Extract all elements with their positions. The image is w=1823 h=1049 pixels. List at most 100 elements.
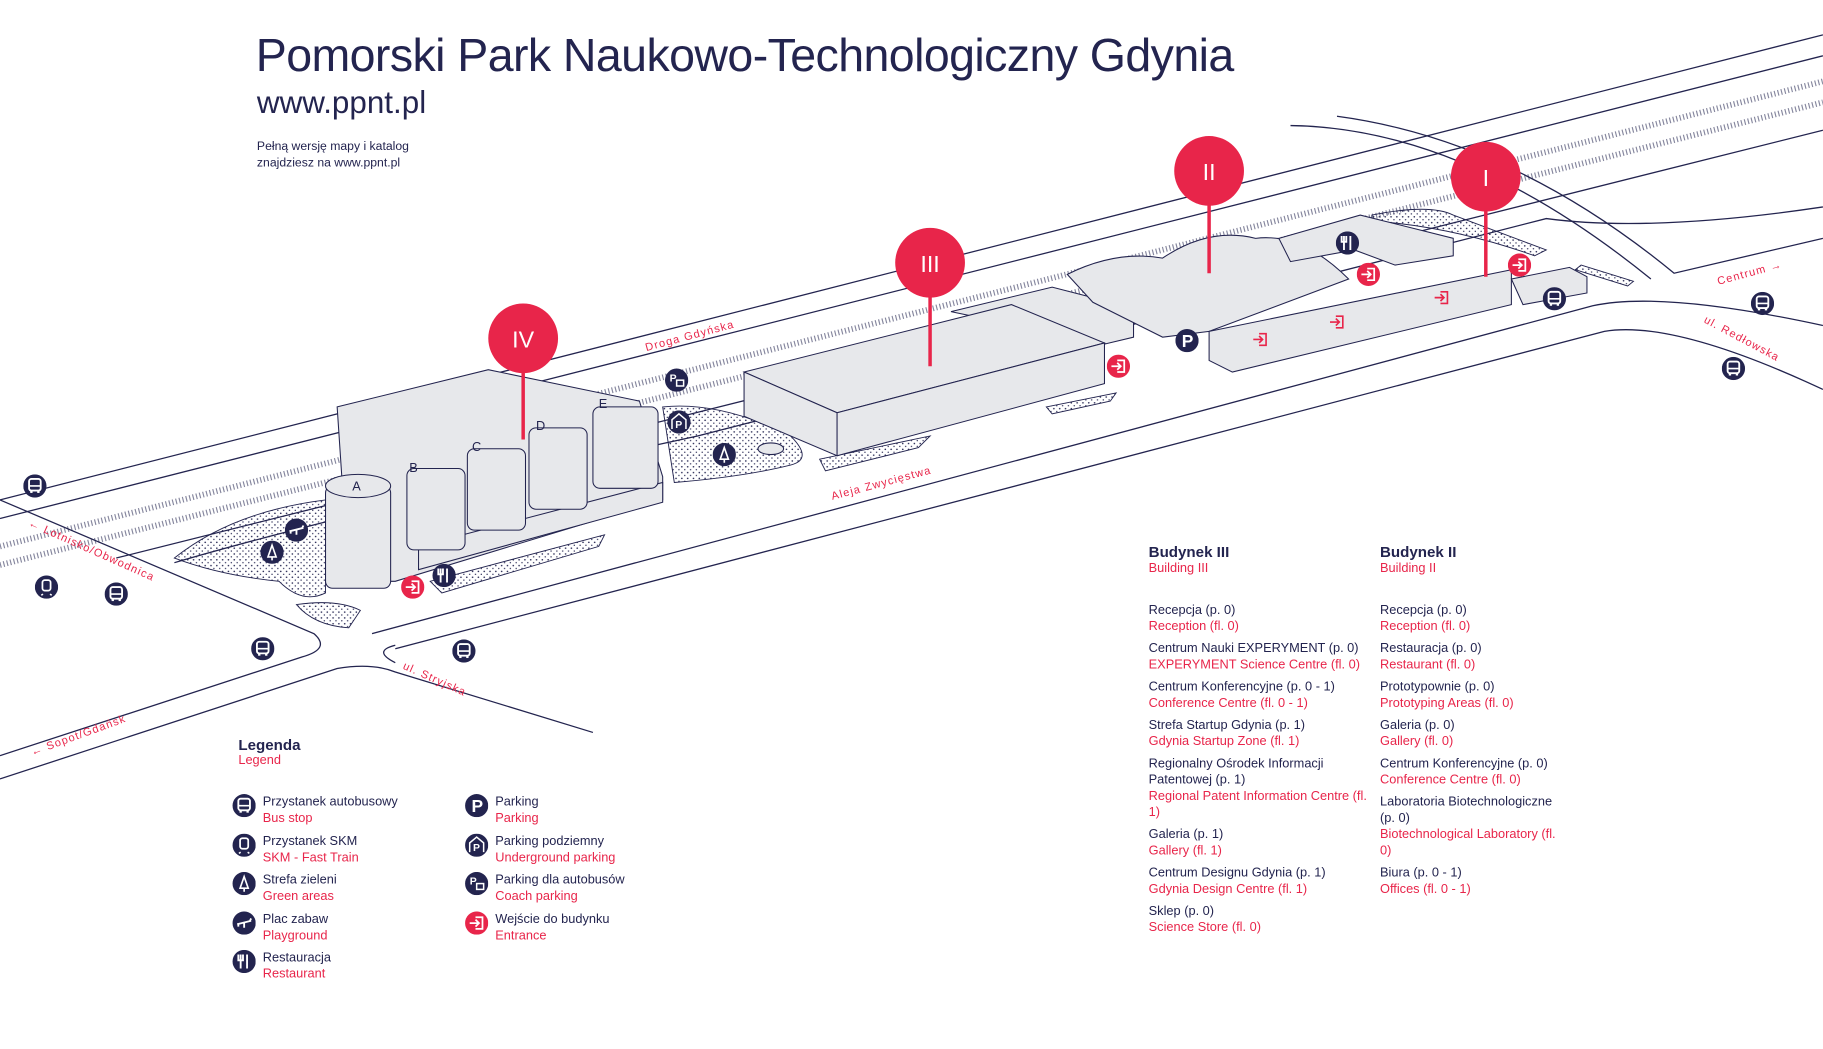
skm-train-icon (232, 833, 256, 857)
bus-stop-icon[interactable] (1721, 356, 1746, 381)
building-iii (742, 286, 1135, 457)
svg-text:III: III (920, 251, 939, 277)
entry-label-pl: Recepcja (p. 0) (1148, 603, 1236, 618)
entry-label-en: Gdynia Design Centre (fl. 1) (1148, 882, 1308, 897)
website-url[interactable]: www.ppnt.pl (256, 84, 427, 120)
svg-text:← Lotnisko/Obwodnica: ← Lotnisko/Obwodnica (27, 517, 157, 584)
restaurant-icon (232, 949, 256, 974)
bus-stop-icon[interactable] (1750, 291, 1775, 316)
entry-label-pl: Centrum Designu Gdynia (p. 1) (1148, 866, 1326, 881)
bus-stop-icon (232, 794, 256, 818)
tree-icon (232, 871, 256, 896)
restaurant-icon[interactable] (1335, 231, 1360, 255)
tree-icon[interactable] (260, 540, 284, 564)
entry-label-en: Gallery (fl. 0) (1380, 734, 1454, 749)
building-iii-directory: Budynek III Building III Recepcja (p. 0)… (1149, 543, 1370, 942)
entry-label-en: Conference Centre (fl. 0 - 1) (1148, 696, 1308, 711)
underground-parking-icon[interactable] (667, 410, 691, 434)
coach-parking-icon (465, 871, 489, 896)
legend-label-pl: Parking podziemny (495, 834, 605, 849)
directory-entry: Laboratoria Biotechnologiczne (p. 0)Biot… (1380, 794, 1566, 859)
directory-entry: Strefa Startup Gdynia (p. 1)Gdynia Start… (1149, 717, 1370, 750)
directory-entry: Biura (p. 0 - 1)Offices (fl. 0 - 1) (1380, 865, 1566, 898)
svg-text:I: I (1483, 165, 1489, 191)
directory-entry: Centrum Nauki EXPERYMENT (p. 0)EXPERYMEN… (1149, 641, 1370, 674)
legend-label-pl: Parking dla autobusów (495, 873, 625, 888)
playground-icon[interactable] (284, 518, 309, 542)
restaurant-icon[interactable] (432, 563, 456, 588)
svg-text:ul. Stryjska: ul. Stryjska (401, 660, 468, 699)
directory-entry: Centrum Konferencyjne (p. 0 - 1)Conferen… (1149, 679, 1370, 712)
directory-entry: Restauracja (p. 0)Restaurant (fl. 0) (1380, 641, 1566, 674)
entry-label-pl: Recepcja (p. 0) (1380, 603, 1467, 618)
legend-label-pl: Restauracja (262, 951, 331, 965)
parking-icon[interactable] (1175, 329, 1199, 353)
legend-label-en: SKM - Fast Train (262, 850, 359, 865)
entrance-icon[interactable] (1356, 262, 1381, 286)
coach-parking-icon[interactable] (665, 368, 689, 392)
entry-label-en: Gdynia Startup Zone (fl. 1) (1148, 734, 1300, 749)
wing-label-a: A (352, 479, 361, 494)
legend-label-pl: Wejście do budynku (495, 912, 610, 927)
bus-stop-icon[interactable] (452, 639, 476, 663)
entry-label-pl: Centrum Konferencyjne (p. 0) (1380, 756, 1548, 771)
entry-label-en: Restaurant (fl. 0) (1380, 658, 1476, 672)
directory-title: Budynek III (1148, 542, 1230, 561)
entry-label-en: Reception (fl. 0) (1148, 619, 1239, 634)
directory-entry: Prototypownie (p. 0)Prototyping Areas (f… (1380, 679, 1566, 712)
bus-stop-icon[interactable] (1542, 287, 1567, 311)
entry-label-pl: Sklep (p. 0) (1148, 904, 1215, 919)
svg-text:II: II (1203, 159, 1216, 185)
entry-label-en: Biotechnological Laboratory (fl. 0) (1380, 827, 1556, 858)
entry-label-en: Conference Centre (fl. 0) (1380, 773, 1521, 788)
parking-icon (465, 794, 489, 818)
legend-label-en: Playground (262, 928, 328, 943)
entry-label-en: Science Store (fl. 0) (1148, 920, 1261, 935)
building-marker-iii[interactable]: III (895, 227, 965, 367)
legend-label-en: Coach parking (495, 889, 578, 904)
entry-label-en: Regional Patent Information Centre (fl. … (1148, 789, 1367, 820)
entrance-icon[interactable] (401, 575, 425, 599)
entry-label-pl: Galeria (p. 0) (1380, 718, 1455, 733)
building-ii (1066, 214, 1454, 338)
directory-subtitle: Building II (1380, 561, 1437, 576)
building-marker-i[interactable]: I (1450, 141, 1521, 277)
legend-label-en: Underground parking (495, 850, 616, 865)
wing-label-e: E (599, 396, 608, 411)
building-iv: A B C D E (325, 369, 785, 589)
bus-stop-icon[interactable] (104, 582, 128, 606)
entry-label-en: EXPERYMENT Science Centre (fl. 0) (1148, 658, 1360, 672)
entry-label-pl: Galeria (p. 1) (1148, 827, 1224, 842)
bus-stop-icon[interactable] (251, 637, 275, 661)
legend-label-en: Green areas (262, 889, 334, 904)
directory-subtitle: Building III (1148, 561, 1209, 576)
entrance-icon (465, 910, 489, 935)
svg-text:ul. Redłowska: ul. Redłowska (1702, 314, 1782, 364)
legend-label-pl: Przystanek autobusowy (262, 795, 398, 810)
building-i (1208, 266, 1588, 373)
directory-entry: Centrum Konferencyjne (p. 0) Conference C… (1380, 756, 1566, 789)
entrance-icon[interactable] (1507, 253, 1532, 277)
wing-label-d: D (536, 418, 545, 433)
bus-stop-icon[interactable] (23, 474, 47, 498)
catalog-note: Pełną wersję mapy i katalog znajdziesz n… (256, 139, 409, 170)
directory-entry: Recepcja (p. 0)Reception (fl. 0) (1380, 602, 1566, 635)
legend-label-en: Parking (495, 811, 539, 826)
underground-parking-icon (465, 833, 489, 857)
tree-icon[interactable] (712, 442, 736, 467)
building-marker-ii[interactable]: II (1174, 136, 1244, 274)
entrance-icon[interactable] (1106, 354, 1131, 378)
directory-entry: Galeria (p. 0)Gallery (fl. 0) (1380, 717, 1566, 750)
building-marker-iv[interactable]: IV (488, 303, 559, 440)
legend-label-en: Entrance (495, 928, 547, 943)
svg-text:← Sopot/Gdańsk: ← Sopot/Gdańsk (29, 713, 127, 759)
skm-train-icon[interactable] (34, 575, 59, 599)
